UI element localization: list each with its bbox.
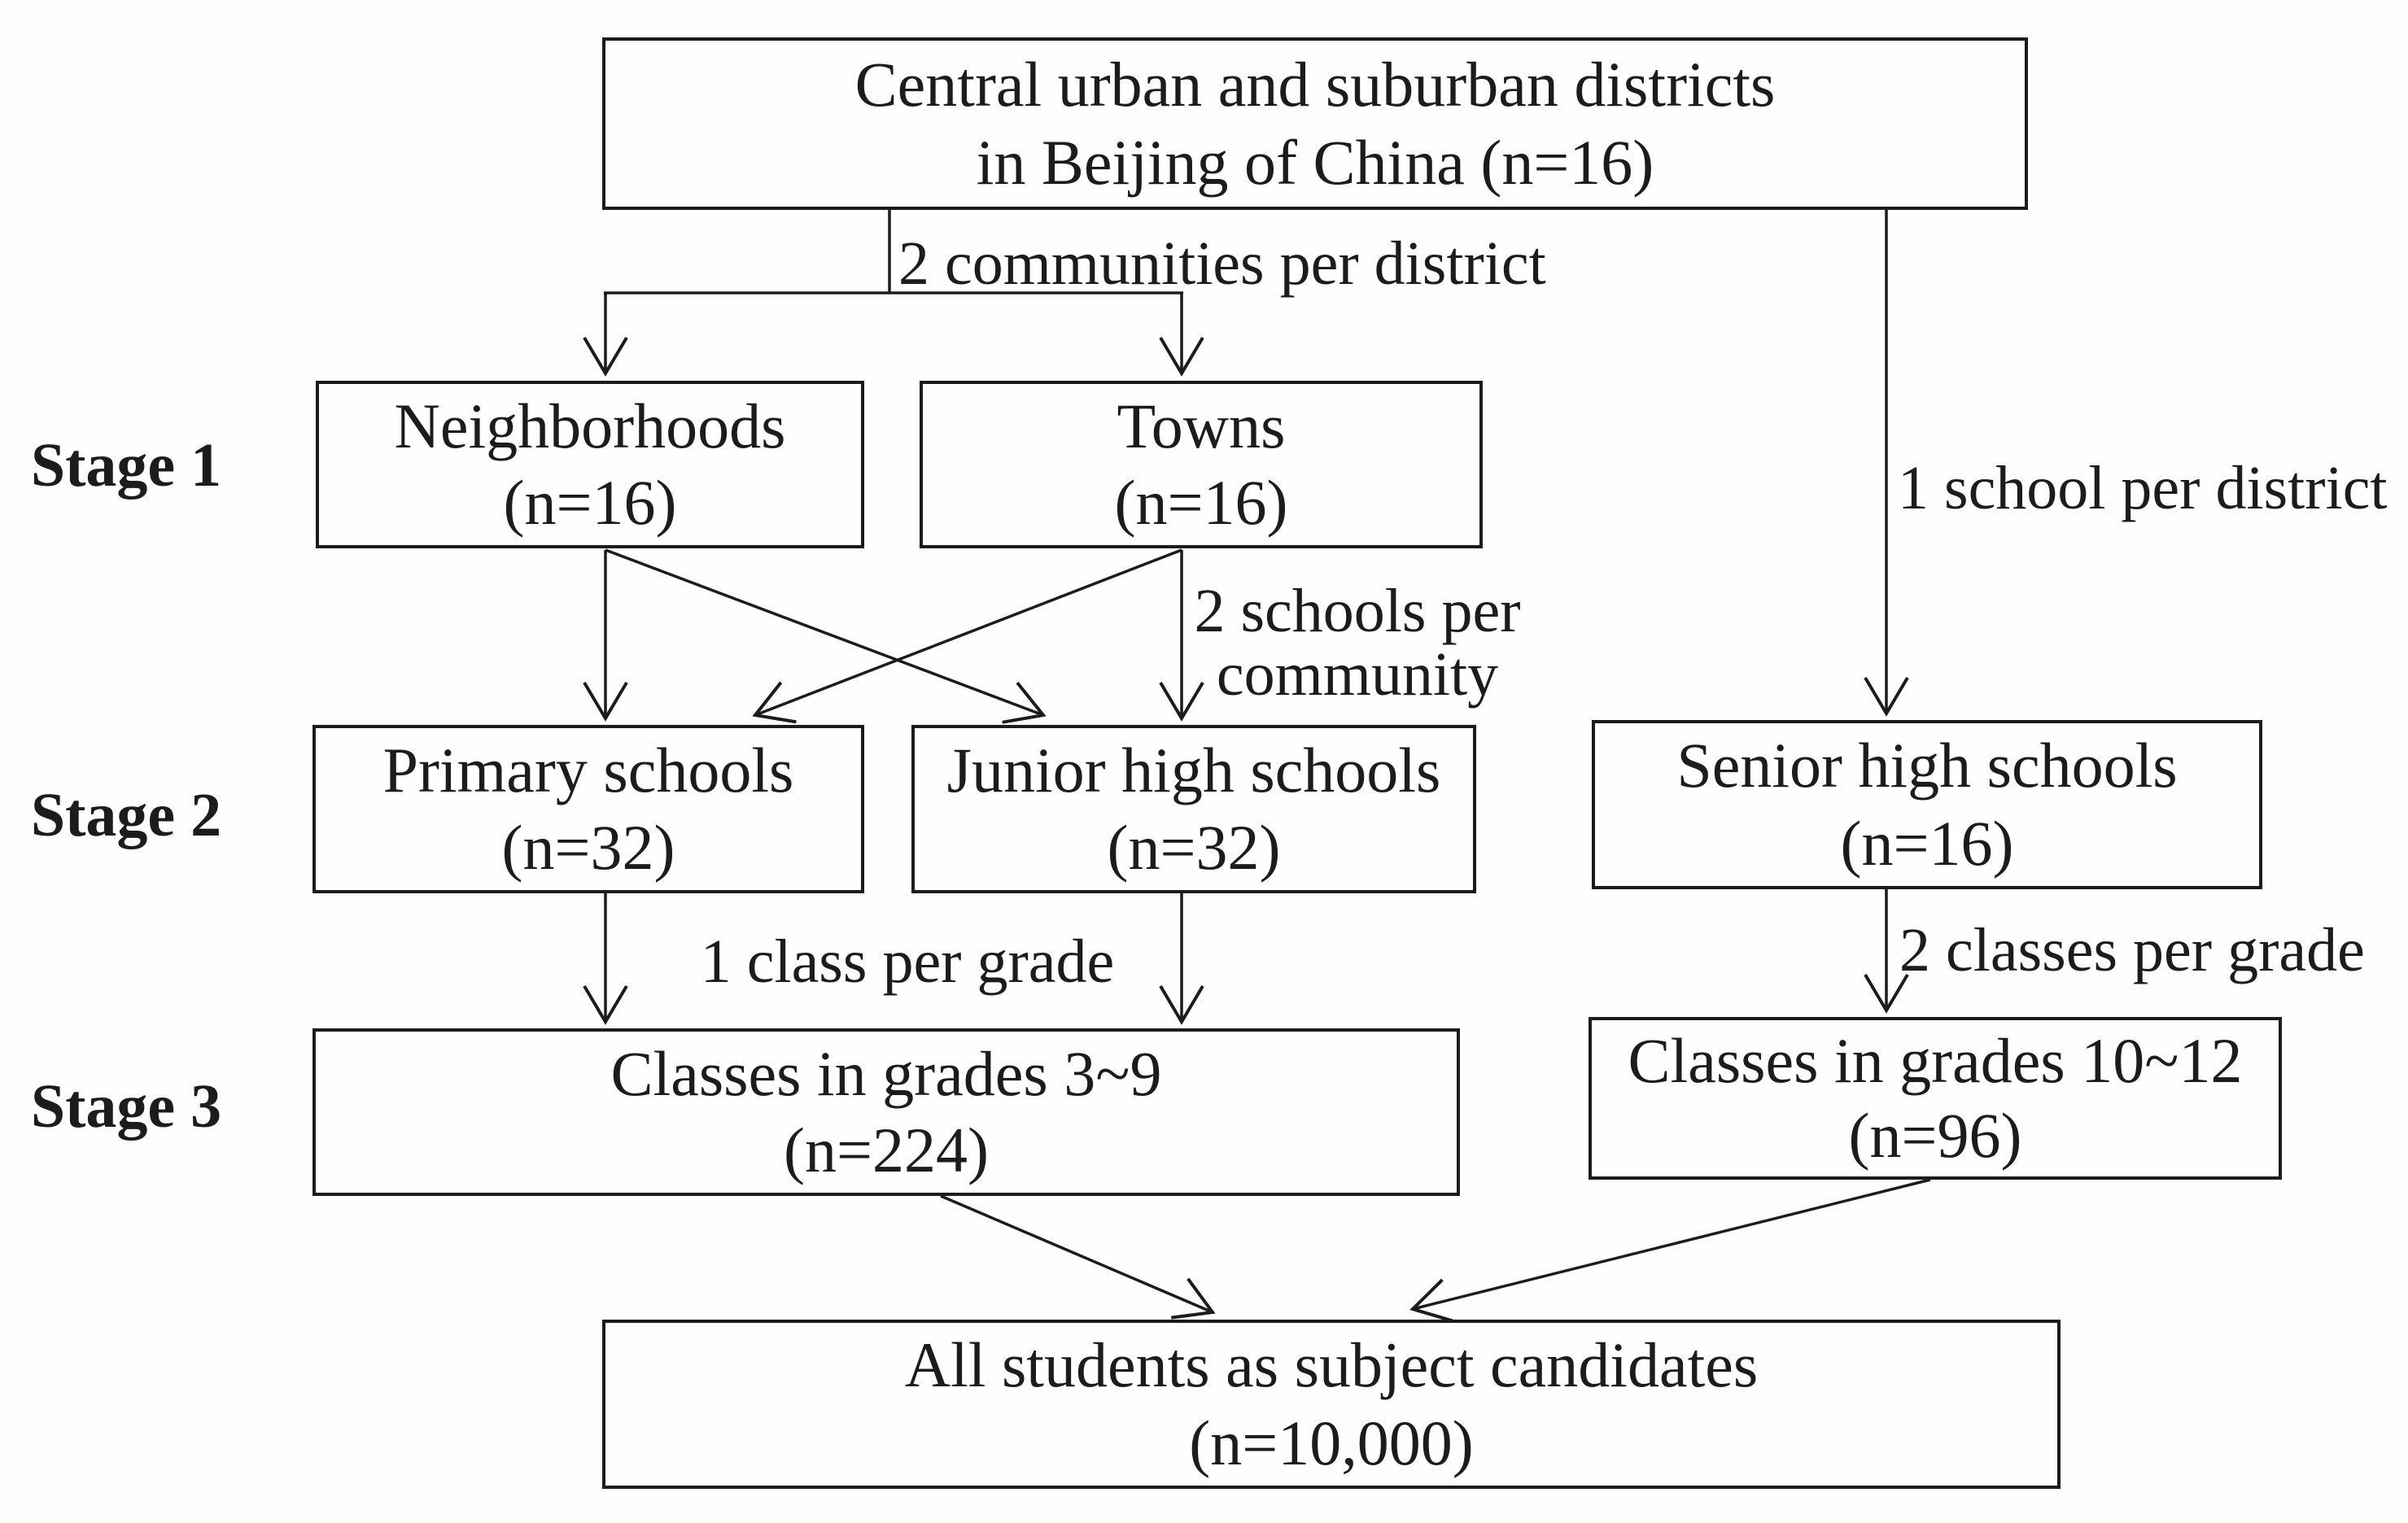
box-neighborhoods: Neighborhoods (n=16) (316, 381, 864, 548)
box-towns: Towns (n=16) (920, 381, 1483, 548)
stage-2-label: Stage 2 (30, 781, 222, 849)
edge-label-schools-per-community-line1: 2 schools per (1194, 577, 1521, 645)
box-towns-count: (n=16) (1114, 467, 1288, 539)
box-towns-line1: Towns (1117, 390, 1286, 461)
box-classes-grades-3-9-count: (n=224) (784, 1115, 989, 1186)
edge-label-school-per-district: 1 school per district (1898, 454, 2388, 522)
box-districts-line2: in Beijing of China (n=16) (976, 127, 1654, 199)
box-classes-grades-3-9-line1: Classes in grades 3~9 (610, 1037, 1162, 1109)
box-senior-high-schools-line1: Senior high schools (1676, 730, 2178, 801)
edge-label-communities-per-district: 2 communities per district (898, 229, 1546, 298)
box-districts: Central urban and suburban districts in … (602, 37, 2028, 210)
box-senior-high-schools: Senior high schools (n=16) (1592, 720, 2262, 889)
box-junior-high-schools-line1: Junior high schools (946, 735, 1441, 806)
box-neighborhoods-line1: Neighborhoods (394, 390, 786, 461)
edge-label-schools-per-community: 2 schools per community (1178, 579, 1536, 706)
box-primary-schools-count: (n=32) (501, 812, 675, 884)
box-classes-grades-3-9: Classes in grades 3~9 (n=224) (312, 1028, 1460, 1196)
edge-label-class-per-grade: 1 class per grade (700, 927, 1115, 996)
stage-1-label: Stage 1 (30, 431, 222, 500)
box-primary-schools: Primary schools (n=32) (312, 725, 864, 893)
edge-label-schools-per-community-line2: community (1216, 640, 1499, 709)
box-neighborhoods-count: (n=16) (503, 467, 677, 539)
box-all-students-count: (n=10,000) (1189, 1407, 1474, 1478)
box-districts-line1: Central urban and suburban districts (854, 48, 1776, 120)
box-classes-grades-10-12-count: (n=96) (1848, 1100, 2022, 1172)
edge-label-classes-per-grade: 2 classes per grade (1899, 916, 2365, 984)
box-primary-schools-line1: Primary schools (382, 735, 794, 806)
box-all-students-line1: All students as subject candidates (904, 1329, 1759, 1401)
box-classes-grades-10-12: Classes in grades 10~12 (n=96) (1589, 1017, 2282, 1180)
box-junior-high-schools-count: (n=32) (1107, 812, 1281, 884)
box-all-students: All students as subject candidates (n=10… (602, 1320, 2061, 1489)
box-classes-grades-10-12-line1: Classes in grades 10~12 (1628, 1024, 2243, 1096)
box-junior-high-schools: Junior high schools (n=32) (911, 725, 1476, 893)
box-senior-high-schools-count: (n=16) (1840, 807, 2014, 879)
stage-3-label: Stage 3 (30, 1072, 222, 1141)
